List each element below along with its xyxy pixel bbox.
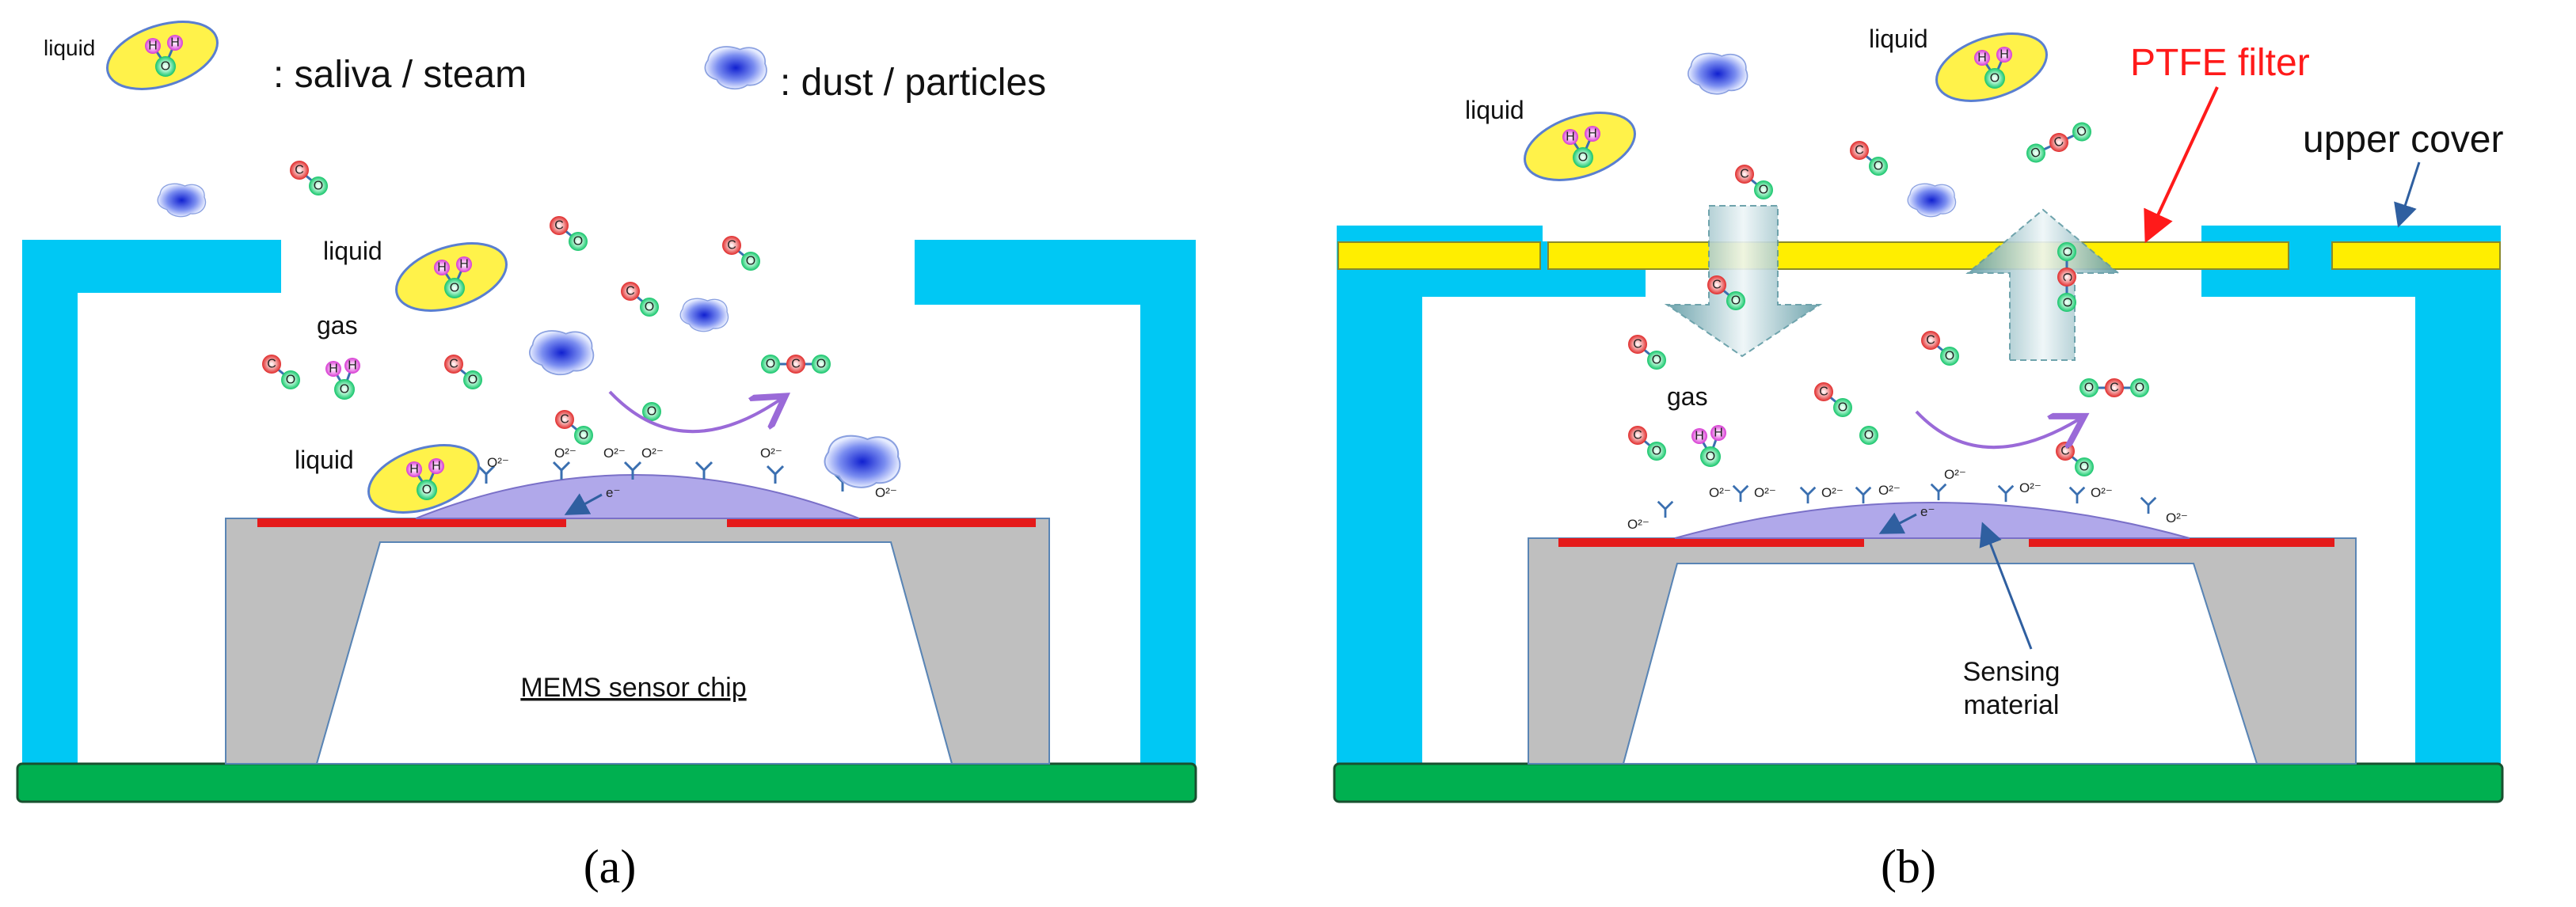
co-molecule-icon [1920,329,1961,367]
o-atom-icon [1859,426,1878,445]
ptfe-filter [1337,241,2501,270]
ion-label: O²⁻ [2091,485,2113,500]
adsorption-sites: O²⁻ O²⁻ O²⁻ O²⁻ O²⁻ O²⁻ O²⁻ O²⁻ O²⁻ [1627,467,2188,532]
co-molecule-icon [721,234,762,272]
dust-particle-icon [529,330,595,376]
panel-b-label: (b) [1881,841,1936,893]
housing-wall-right [2415,226,2501,772]
flow-arrow-icon [1915,410,2079,447]
liquid-label-2: liquid [1869,25,1928,53]
water-molecule-icon [324,356,362,401]
legend-dust-text: : dust / particles [780,62,1046,104]
liquid-label-1: liquid [1465,96,1524,124]
dust-particle-icon [157,183,207,218]
electrode-left [1558,538,1864,547]
electron-label: e⁻ [606,485,620,500]
ion-label: O²⁻ [2166,510,2188,526]
electron-label: e⁻ [1920,504,1935,519]
electrode-right [2029,538,2334,547]
adsorption-sites: O²⁻ O²⁻ O²⁻ O²⁻ O²⁻ O²⁻ [477,446,897,500]
dust-particle-icon [1907,183,1957,218]
up-arrow [1965,208,2121,361]
water-molecule-icon [97,8,227,103]
co-molecule-icon [2054,440,2095,478]
flow-arrow-icon [608,390,780,434]
co2-molecule-icon [2022,118,2096,167]
ion-label: O²⁻ [641,446,664,461]
ion-label: O²⁻ [603,446,626,461]
co-molecule-icon [261,353,302,391]
chip-label: MEMS sensor chip [520,673,746,703]
down-arrow [1664,205,1823,358]
co-molecule-icon [288,159,329,197]
liquid-label-2: liquid [295,446,354,474]
co2-molecule-icon [2056,241,2078,313]
co-molecule-icon [554,408,595,446]
co-molecule-icon [1627,424,1668,462]
liquid-droplet [1927,20,2057,115]
ptfe-filter-label: PTFE filter [2130,42,2310,84]
co-molecule-icon [1848,139,1889,177]
sensing-material [1674,502,2190,539]
liquid-droplet [386,230,516,324]
electrode-left [257,518,566,527]
ion-label: O²⁻ [1754,485,1776,500]
substrate [16,762,1197,803]
housing-wall-left [1337,226,1422,772]
sensing-material-label-1: Sensing [1963,657,2060,687]
electrode-right [727,518,1036,527]
housing-right [915,240,1196,772]
liquid-droplet [1515,99,1645,194]
panel-a: MEMS sensor chip e⁻ O²⁻ O²⁻ O²⁻ O²⁻ O²⁻ … [16,159,1197,893]
liquid-label-1: liquid [323,237,382,265]
co2-molecule-icon [759,353,832,375]
ion-label: O²⁻ [1878,483,1901,498]
ion-label: O²⁻ [1709,485,1731,500]
ion-label: O²⁻ [487,455,509,470]
sensing-material-label-2: material [1964,690,2060,720]
ion-label: O²⁻ [1944,467,1966,482]
co-molecule-icon [1627,333,1668,371]
ion-label: O²⁻ [1627,517,1649,532]
ion-label: O²⁻ [1821,485,1844,500]
water-molecule-icon [1690,423,1728,469]
upper-cover-callout [2394,161,2421,228]
co-molecule-icon [1733,163,1775,201]
upper-cover-label: upper cover [2303,119,2503,161]
co-molecule-icon [1813,381,1854,419]
ion-label: O²⁻ [554,446,576,461]
sensing-material [415,474,860,519]
co-molecule-icon [619,280,660,318]
panel-b: e⁻ O²⁻ O²⁻ O²⁻ O²⁻ O²⁻ O²⁻ O²⁻ O²⁻ O²⁻ l… [1333,20,2504,893]
sensing-callout [1979,522,2033,650]
gas-label: gas [1667,382,1708,411]
co-molecule-icon [548,214,589,252]
substrate [1333,762,2504,803]
ion-label: O²⁻ [760,446,782,461]
legend-liquid-tag: liquid [44,36,95,60]
co2-molecule-icon [2078,377,2151,399]
panel-a-label: (a) [584,841,637,893]
housing-left [22,240,281,772]
co-molecule-icon [443,353,484,391]
dust-particle-icon [1688,52,1748,95]
legend-liquid-text: : saliva / steam [273,54,527,96]
ion-label: O²⁻ [875,485,897,500]
dust-particle-icon [679,298,729,332]
dust-particle-icon [824,435,901,488]
dust-particle-icon [704,46,767,90]
legend: liquid : saliva / steam : dust / particl… [44,8,1046,104]
ion-label: O²⁻ [2019,480,2041,495]
gas-label: gas [317,311,358,340]
ptfe-callout [2144,86,2219,244]
